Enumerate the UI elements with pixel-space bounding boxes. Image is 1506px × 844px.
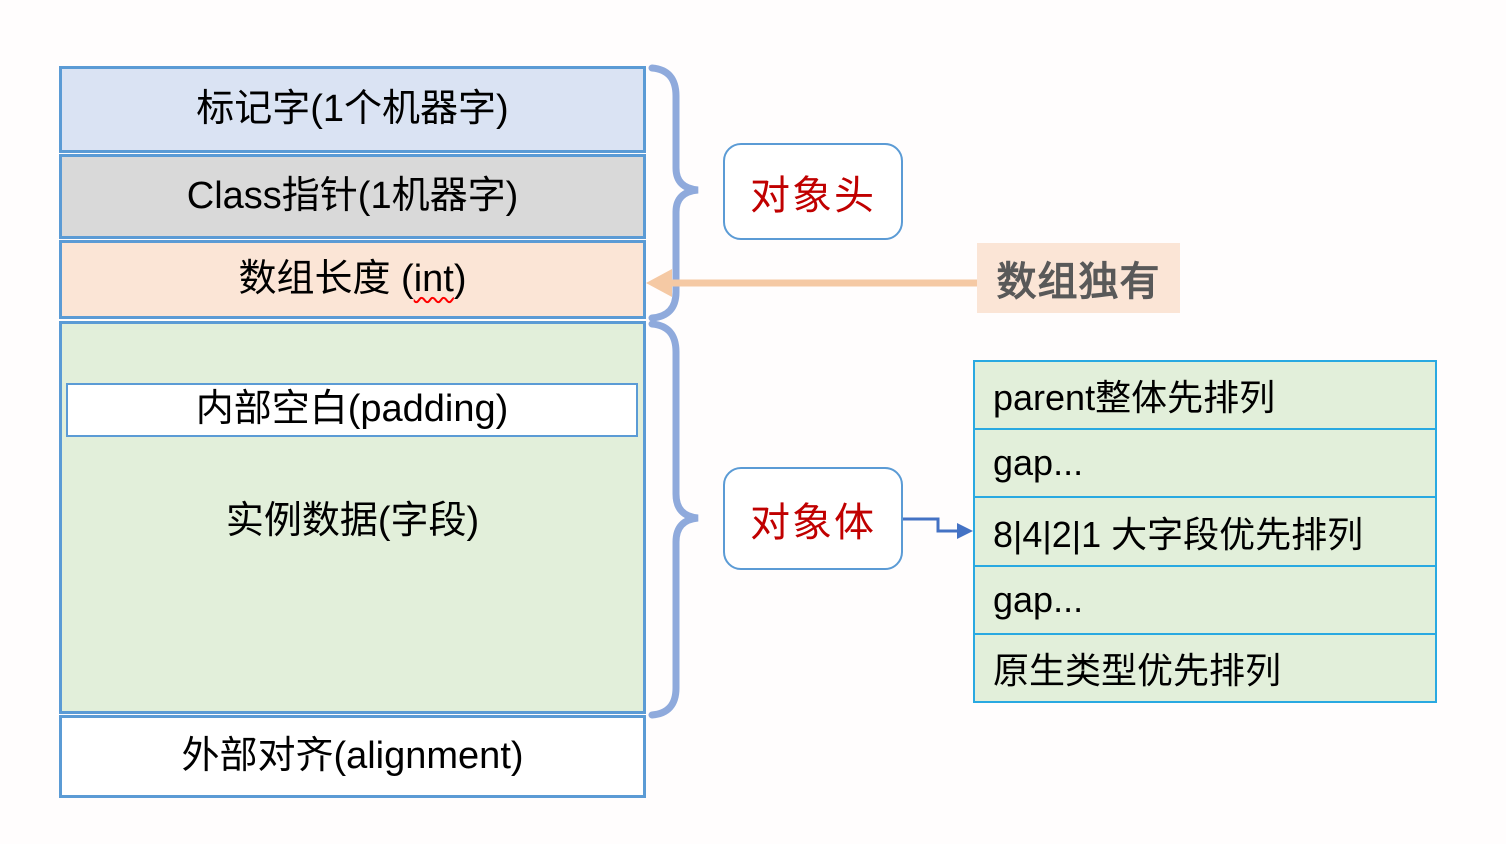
array-only-arrow-head	[646, 269, 672, 297]
table-row: gap...	[975, 428, 1435, 496]
table-row: gap...	[975, 564, 1435, 633]
object-header-label: 对象头	[750, 173, 876, 218]
class-pointer-box: Class指针(1机器字)	[59, 154, 646, 239]
table-row-label: 8|4|2|1 大字段优先排列	[993, 513, 1364, 555]
field-order-table: parent整体先排列 gap... 8|4|2|1 大字段优先排列 gap..…	[973, 360, 1437, 703]
object-body-arrow-shaft	[903, 517, 958, 533]
array-only-arrow	[646, 269, 977, 297]
array-length-label: 数组长度 (int)	[238, 258, 466, 302]
mark-word-box: 标记字(1个机器字)	[59, 66, 646, 153]
object-header-callout: 对象头	[723, 143, 903, 240]
table-row: parent整体先排列	[975, 362, 1435, 428]
object-body-label: 对象体	[750, 500, 876, 545]
object-body-arrow-head	[957, 523, 973, 539]
table-row-label: 原生类型优先排列	[993, 649, 1282, 691]
table-row: 原生类型优先排列	[975, 632, 1435, 701]
array-only-label: 数组独有	[996, 260, 1161, 304]
object-body-arrow	[903, 517, 973, 539]
array-length-suffix: )	[453, 257, 467, 300]
object-body-brace	[648, 320, 699, 719]
object-body-box: 内部空白(padding) 实例数据(字段)	[59, 321, 646, 714]
internal-padding-label: 内部空白(padding)	[195, 388, 509, 431]
mark-word-label: 标记字(1个机器字)	[196, 87, 509, 130]
external-alignment-label: 外部对齐(alignment)	[181, 734, 524, 777]
external-alignment-box: 外部对齐(alignment)	[59, 715, 646, 798]
array-length-int-word: int	[413, 257, 454, 300]
instance-data-label: 实例数据(字段)	[225, 500, 480, 542]
internal-padding-box: 内部空白(padding)	[66, 383, 638, 437]
object-body-callout: 对象体	[723, 467, 903, 570]
table-row-label: parent整体先排列	[993, 377, 1276, 419]
object-header-brace	[648, 64, 699, 322]
array-only-tag: 数组独有	[977, 243, 1180, 313]
table-row: 8|4|2|1 大字段优先排列	[975, 496, 1435, 564]
class-pointer-label: Class指针(1机器字)	[186, 174, 519, 217]
array-length-prefix: 数组长度 (	[238, 257, 414, 300]
grouping-braces	[648, 64, 699, 719]
table-row-label: gap...	[993, 578, 1084, 620]
table-row-label: gap...	[993, 442, 1084, 484]
array-length-box: 数组长度 (int)	[59, 240, 646, 319]
